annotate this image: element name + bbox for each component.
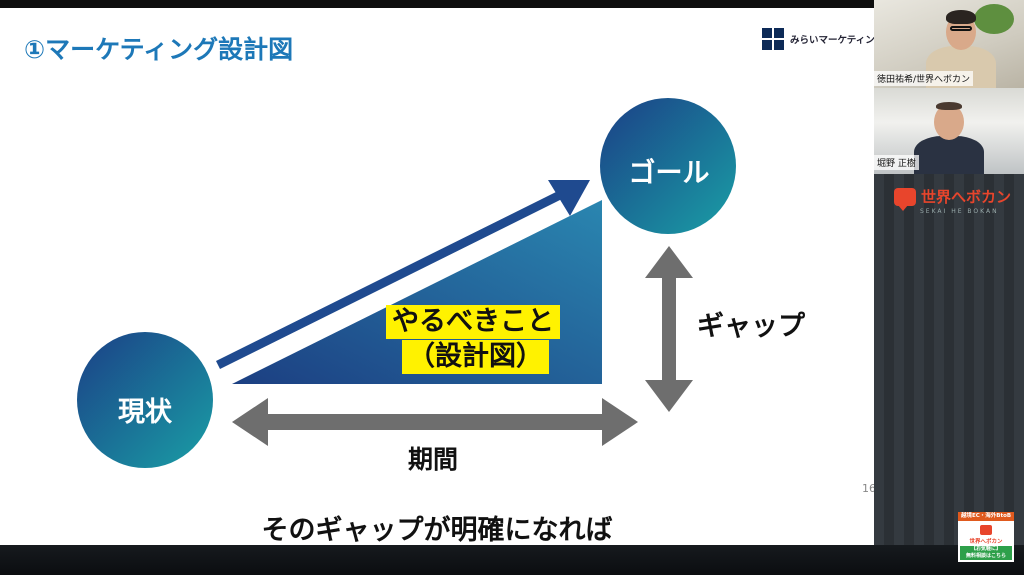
goal-label: ゴール [628,158,710,189]
gap-label: ギャップ [697,311,805,342]
participant-name-1: 徳田祐希/世界へボカン [874,71,974,86]
goal-circle [600,98,736,234]
promo-banner-title: 越境EC・海外BtoB [958,512,1014,521]
channel-name: 世界へボカン [921,188,1012,206]
channel-logo: 世界へボカン [894,186,1012,211]
period-arrow-shaft [262,414,608,430]
slide-title: ①マーケティング設計図 [24,35,294,64]
channel-subtitle: SEKAI HE BOKAN [920,208,999,215]
promo-brand-name: 世界へボカン [969,539,1003,545]
period-arrow-head-right [602,398,638,446]
page-number: 16 [862,482,874,495]
period-label: 期間 [408,445,459,474]
current-state-label: 現状 [118,397,172,428]
todo-sublabel: （設計図） [402,340,549,374]
presentation-slide: ①マーケティング設計図 みらいマーケティング本舗 [0,8,874,545]
bottom-bar [0,545,1024,575]
brand: みらいマーケティング本舗 [762,28,874,50]
promo-banner[interactable]: 越境EC・海外BtoB 世界へボカン 【お気軽に】 無料相談はこちら [958,512,1014,562]
participant-body [914,136,984,174]
promo-cta-line2: 無料相談はこちら [965,553,1006,559]
channel-background: 世界へボカン SEKAI HE BOKAN [874,174,1024,545]
gap-arrow-head-bottom [645,380,693,412]
participant-hair [936,102,962,110]
gap-arrow-shaft [662,272,676,382]
plant-decoration [974,4,1014,34]
chat-bubble-icon [894,187,916,211]
todo-label: やるべきこと [386,305,560,339]
period-arrow-head-left [232,398,268,446]
brand-logo-icon [762,28,784,50]
subtitle-caption: そのギャップが明確になれば [261,515,613,545]
gap-arrow-head-top [645,246,693,278]
promo-cta-button[interactable]: 【お気軽に】 無料相談はこちら [960,546,1012,560]
participant-avatar [934,104,964,140]
participant-video-1[interactable]: 徳田祐希/世界へボカン [874,0,1024,90]
participant-name-2: 堀野 正樹 [874,155,919,170]
promo-cta-line1: 【お気軽に】 [970,546,1001,552]
brand-name: みらいマーケティング本舗 [790,35,874,46]
participant-video-2[interactable]: 堀野 正樹 [874,88,1024,174]
promo-chat-icon [980,525,992,535]
top-bar [0,0,1024,8]
participant-panel: 徳田祐希/世界へボカン 堀野 正樹 世界へボカン SEKAI HE BOKAN [874,0,1024,545]
progress-arrow-shaft [215,189,565,370]
glasses-icon [950,26,972,31]
progress-arrow-head [548,180,590,216]
current-state-circle [77,332,213,468]
participant-hair [946,10,976,24]
